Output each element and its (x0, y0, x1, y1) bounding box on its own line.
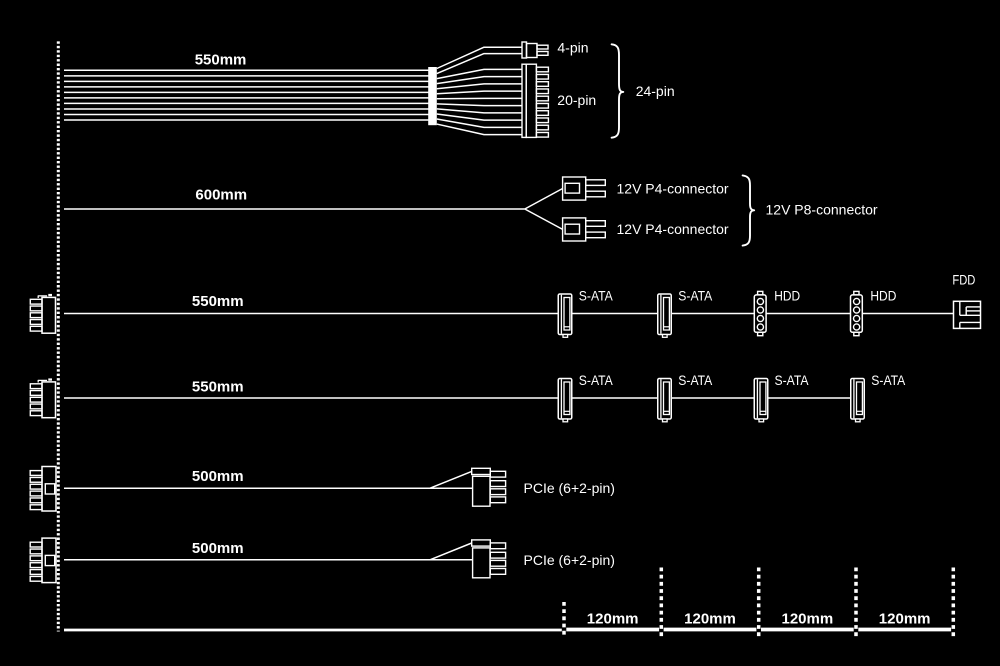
svg-text:120mm: 120mm (587, 611, 639, 628)
svg-text:S-ATA: S-ATA (579, 372, 614, 388)
svg-text:550mm: 550mm (192, 379, 244, 396)
svg-text:12V P4-connector: 12V P4-connector (617, 221, 729, 237)
svg-text:S-ATA: S-ATA (579, 288, 614, 304)
svg-text:20-pin: 20-pin (557, 92, 596, 108)
svg-text:FDD: FDD (952, 271, 975, 287)
svg-text:PCIe (6+2-pin): PCIe (6+2-pin) (524, 480, 615, 496)
svg-text:120mm: 120mm (879, 611, 931, 628)
svg-text:550mm: 550mm (192, 293, 244, 310)
svg-text:550mm: 550mm (195, 52, 247, 69)
svg-text:S-ATA: S-ATA (775, 372, 810, 388)
svg-text:HDD: HDD (774, 288, 800, 304)
svg-text:S-ATA: S-ATA (871, 372, 906, 388)
svg-text:4-pin: 4-pin (557, 39, 588, 55)
svg-text:120mm: 120mm (781, 611, 833, 628)
svg-text:500mm: 500mm (192, 468, 244, 485)
svg-text:HDD: HDD (870, 288, 896, 304)
svg-text:PCIe (6+2-pin): PCIe (6+2-pin) (524, 552, 615, 568)
svg-text:S-ATA: S-ATA (678, 288, 713, 304)
svg-text:S-ATA: S-ATA (678, 372, 713, 388)
svg-text:12V P8-connector: 12V P8-connector (766, 202, 878, 218)
svg-text:12V P4-connector: 12V P4-connector (617, 180, 729, 196)
svg-text:500mm: 500mm (192, 540, 244, 557)
svg-text:600mm: 600mm (195, 187, 247, 204)
svg-text:24-pin: 24-pin (636, 83, 675, 99)
svg-text:120mm: 120mm (684, 611, 736, 628)
